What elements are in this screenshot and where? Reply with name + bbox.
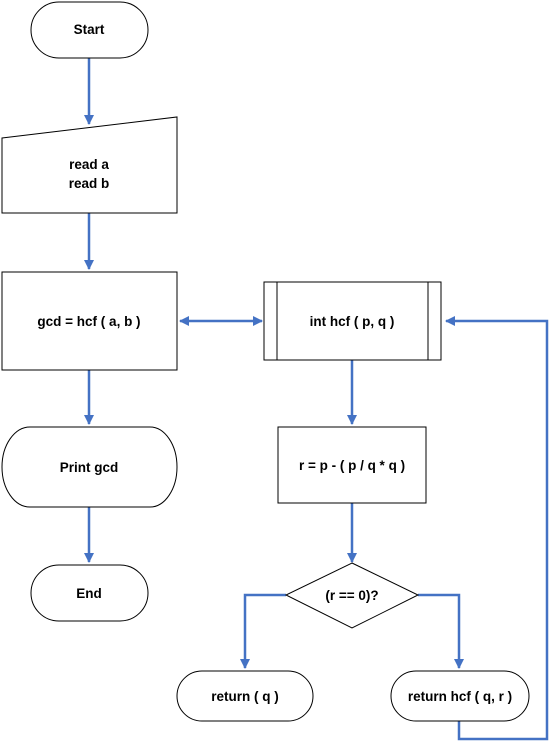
function-node: int hcf ( p, q ) <box>263 281 442 361</box>
assign-process: gcd = hcf ( a, b ) <box>1 271 178 371</box>
arrow-recursive-loop-to-function <box>445 316 549 741</box>
input-label-line1: read a <box>69 157 109 172</box>
connectors <box>84 58 549 741</box>
start-terminator: Start <box>30 1 149 59</box>
return-q-terminator: return ( q ) <box>176 670 314 722</box>
decision-node: (r == 0)? <box>284 562 420 629</box>
assign-label: gcd = hcf ( a, b ) <box>37 314 140 329</box>
end-terminator: End <box>30 564 149 622</box>
print-label: Print gcd <box>60 460 119 475</box>
return-q-label: return ( q ) <box>211 689 279 704</box>
decision-label: (r == 0)? <box>325 588 378 603</box>
compute-label: r = p - ( p / q * q ) <box>299 458 405 473</box>
start-label: Start <box>74 22 105 37</box>
function-label: int hcf ( p, q ) <box>310 314 395 329</box>
input-label-line2: read b <box>69 176 110 191</box>
compute-process: r = p - ( p / q * q ) <box>277 426 427 504</box>
end-label: End <box>76 586 102 601</box>
arrow-decision-to-return-q <box>240 593 286 669</box>
input-node: read a read b <box>1 116 178 214</box>
print-node: Print gcd <box>1 426 178 508</box>
return-recursive-label: return hcf ( q, r ) <box>408 689 512 704</box>
arrow-decision-to-return-recursive <box>418 593 464 669</box>
return-recursive-terminator: return hcf ( q, r ) <box>390 670 530 722</box>
